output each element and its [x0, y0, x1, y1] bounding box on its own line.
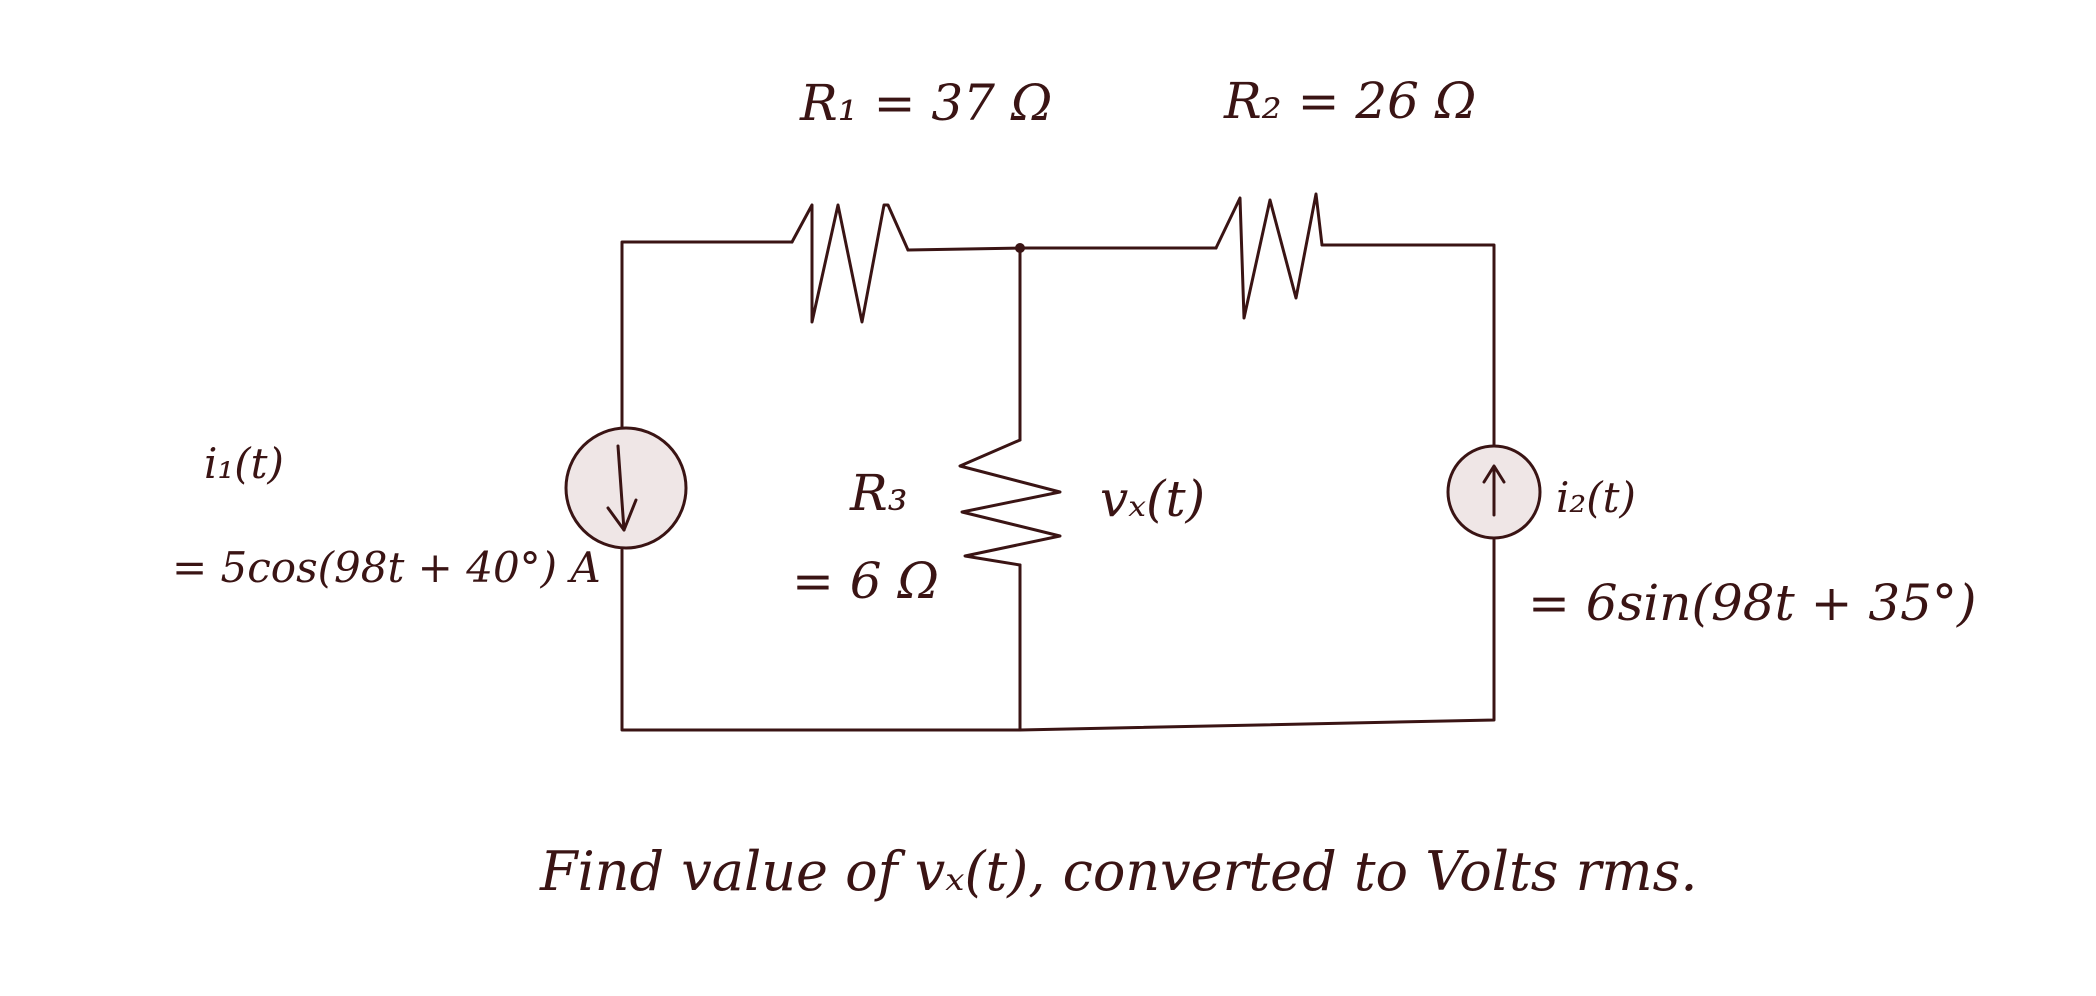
label-i2-value: = 6sin(98t + 35°): [1528, 574, 1977, 632]
wire-bottom-right: [1018, 538, 1496, 732]
current-source-i2: [1446, 444, 1542, 540]
question-text: Find value of vₓ(t), converted to Volts …: [539, 840, 1698, 903]
wire-top-middle: [906, 246, 1218, 252]
resistor-r2: [1214, 192, 1324, 320]
label-r3-name: R₃: [849, 464, 908, 522]
wire-top-right: [1320, 243, 1496, 450]
wire-left-lower: [620, 548, 1022, 732]
label-i1-value: = 5cos(98t + 40°) A: [172, 543, 601, 592]
resistor-r1: [790, 203, 910, 324]
resistor-r3: [958, 438, 1062, 567]
label-r1: R₁ = 37 Ω: [799, 74, 1052, 132]
wire-top-left: [620, 240, 794, 492]
label-vx: vₓ(t): [1100, 470, 1205, 528]
label-r2: R₂ = 26 Ω: [1223, 72, 1476, 130]
label-r3-value: = 6 Ω: [792, 552, 939, 610]
arrow-down-icon: [606, 444, 638, 532]
current-source-i1: [564, 426, 688, 550]
label-i1-name: i₁(t): [204, 439, 284, 488]
label-i2-name: i₂(t): [1556, 473, 1636, 522]
arrow-up-icon: [1482, 464, 1506, 517]
